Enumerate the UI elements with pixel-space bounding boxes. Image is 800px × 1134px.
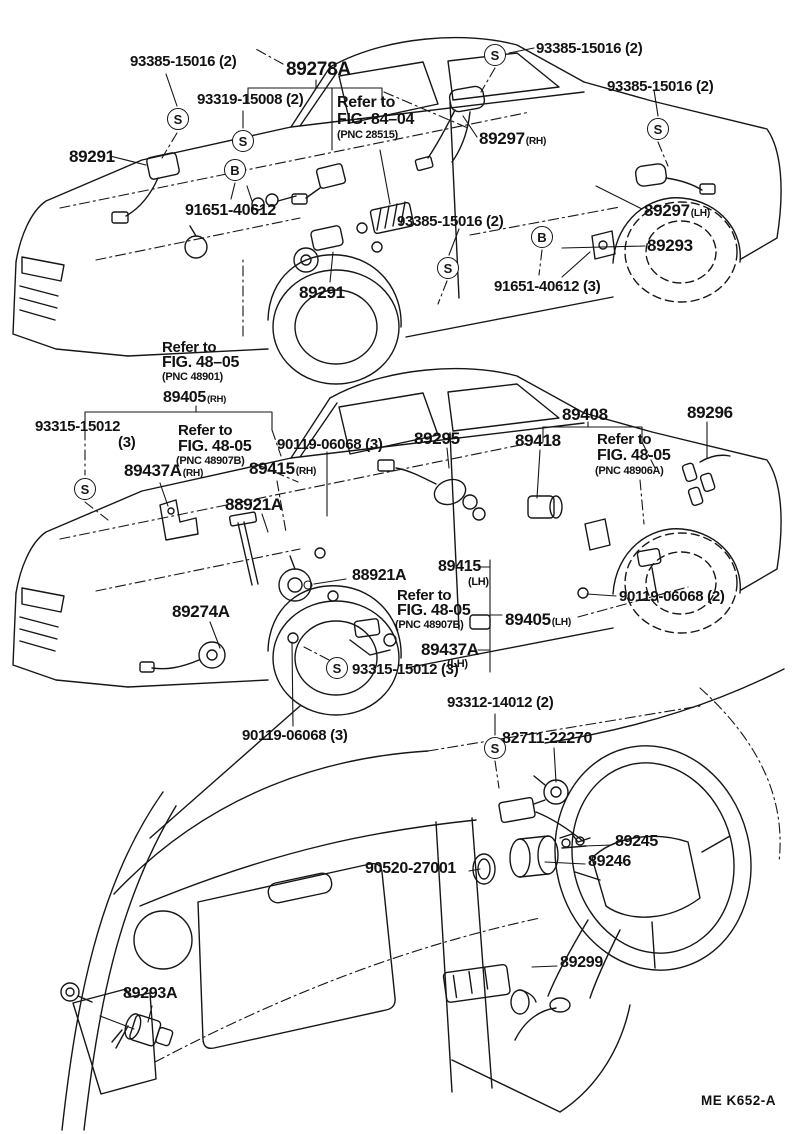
part-label: 90520-27001: [365, 860, 457, 877]
part-label: 89274A: [172, 602, 230, 621]
glove-box: [197, 862, 396, 1050]
part-label: FIG. 48-05: [397, 602, 471, 619]
circled-s-marker: S: [484, 737, 506, 759]
part-label: 93385-15016 (2): [607, 78, 714, 95]
part-label: 89246: [588, 853, 631, 870]
circled-s-marker: S: [232, 130, 254, 152]
part-label: 90119-06068 (3): [242, 727, 348, 744]
part-label: (PNC 48907B): [176, 455, 245, 467]
part-label: FIG. 84–04: [337, 111, 415, 128]
leader-lines: [84, 47, 708, 1030]
relay-box: [60, 982, 157, 1095]
circled-s-marker: S: [167, 108, 189, 130]
part-label: 89415: [438, 558, 481, 575]
horn-component-89274a: [139, 641, 226, 673]
rod-and-horn-components: [228, 511, 339, 602]
part-label: 93315-15012 (3): [352, 661, 459, 678]
part-label: 90119-06068 (2): [619, 588, 725, 605]
part-label: 93385-15016 (2): [536, 40, 643, 57]
circled-s-marker: S: [74, 478, 96, 500]
part-label: 93385-15016 (2): [397, 213, 504, 230]
part-label: 89437A: [421, 640, 479, 659]
part-label: 82711-22270: [502, 730, 593, 747]
part-label: 88921A: [225, 495, 283, 514]
part-label: Refer to: [597, 431, 652, 448]
part-label: 89405(LH): [505, 610, 571, 629]
part-label: FIG. 48–05: [162, 354, 240, 371]
part-label: (PNC 28515): [337, 129, 398, 141]
middle-car-drawing: [12, 367, 782, 716]
part-label: 89291: [69, 147, 115, 166]
door-switch-component-89293: [591, 230, 616, 260]
part-label: 93319-15008 (2): [197, 91, 304, 108]
part-label: 89437A(RH): [124, 461, 204, 480]
part-label: 93315-15012: [35, 418, 121, 435]
part-label: 89415(RH): [249, 459, 317, 478]
circled-b-marker: B: [531, 226, 553, 248]
dashboard-drawing: [60, 668, 785, 1131]
steering-wheel: [547, 745, 752, 999]
drawing-code: ME K652-A: [701, 1093, 777, 1108]
part-label: 91651-40612 (3): [494, 278, 601, 295]
relay-component-89291-b: [293, 222, 383, 273]
part-label: 89293: [647, 236, 693, 255]
part-label: 89291: [299, 283, 345, 302]
part-label: 89245: [615, 833, 658, 850]
part-label: 89405(RH): [163, 389, 227, 406]
part-label: Refer to: [178, 422, 233, 439]
contact-component-89245: [559, 833, 591, 849]
circled-s-marker: S: [326, 657, 348, 679]
sender-component-89415: [577, 547, 662, 603]
switch-component-89297-rh: [414, 85, 486, 172]
part-label: 93385-15016 (2): [130, 53, 237, 70]
part-label: 93312-14012 (2): [447, 694, 554, 711]
part-label: Refer to: [337, 94, 396, 111]
switch-components-89437a-lh: [287, 614, 491, 656]
part-label: 89295: [414, 429, 460, 448]
circled-s-marker: S: [437, 257, 459, 279]
part-label: 89299: [560, 954, 603, 971]
instrument-cluster-dial: [133, 910, 193, 970]
cylinder-component-89246: [509, 835, 559, 878]
plug-components-89296: [681, 454, 731, 507]
part-label: FIG. 48-05: [178, 438, 252, 455]
part-label: 89297(RH): [479, 129, 547, 148]
part-label: FIG. 48-05: [597, 447, 671, 464]
part-label: (PNC 48901): [162, 371, 223, 383]
circled-b-marker: B: [224, 159, 246, 181]
relay-component-93312: [498, 796, 585, 843]
part-label: 91651-40612: [185, 202, 277, 219]
part-label: Refer to: [162, 339, 217, 356]
cylinder-component-89418: [527, 495, 611, 551]
switch-component-89295: [377, 459, 486, 521]
part-label: 89278A: [286, 59, 351, 80]
center-console: [435, 817, 631, 1113]
part-label: 89296: [687, 403, 733, 422]
part-label: (LH): [468, 576, 489, 588]
switch-component-89297-lh: [634, 163, 716, 195]
part-label: 89293A: [123, 985, 178, 1002]
bracket-component-89437a: [159, 499, 199, 541]
part-label: Refer to: [397, 587, 452, 604]
igniter-component-28515: [369, 201, 415, 235]
sensor-component-89293a: [111, 1013, 174, 1049]
relay-component-93319: [251, 163, 347, 211]
part-label: 89418: [515, 431, 561, 450]
part-label: (PNC 48906A): [595, 465, 664, 477]
part-label: (PNC 48907B): [395, 619, 464, 631]
part-label: (LH): [447, 658, 468, 670]
part-label: 90119-06068 (3): [277, 436, 383, 453]
relay-component-89291: [111, 152, 208, 259]
part-label: 88921A: [352, 567, 407, 584]
part-label: 89297(LH): [644, 201, 710, 220]
switch-component-89299: [442, 963, 537, 1015]
part-label: 89408: [562, 405, 608, 424]
circled-s-marker: S: [647, 118, 669, 140]
part-label: (3): [118, 434, 136, 451]
clamp-component-82711: [533, 775, 569, 805]
circled-s-marker: S: [484, 44, 506, 66]
